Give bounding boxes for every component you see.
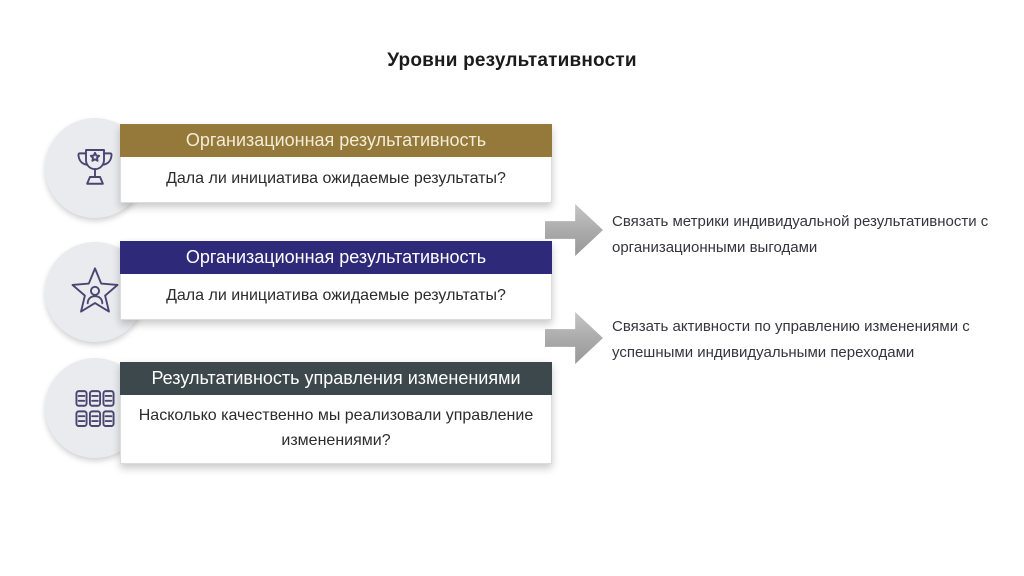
note-change-activities: Связать активности по управлению изменен… xyxy=(612,318,970,362)
card-header: Организационная результативность xyxy=(120,124,552,157)
right-arrow-icon xyxy=(545,204,603,256)
card-header: Организационная результативность xyxy=(120,241,552,274)
trophy-icon xyxy=(77,149,113,185)
panels-icon xyxy=(75,390,115,427)
note-individual-metrics: Связать метрики индивидуальной результат… xyxy=(612,213,989,257)
level-card-organizational-2: Организационная результативность Дала ли… xyxy=(120,241,552,320)
right-arrow-icon xyxy=(545,312,603,364)
star-person-icon xyxy=(71,267,119,313)
card-body: Насколько качественно мы реализовали упр… xyxy=(120,395,552,464)
level-card-change-management: Результативность управления изменениями … xyxy=(120,362,552,464)
card-header: Результативность управления изменениями xyxy=(120,362,552,395)
card-body: Дала ли инициатива ожидаемые результаты? xyxy=(120,274,552,320)
card-body: Дала ли инициатива ожидаемые результаты? xyxy=(120,157,552,203)
level-card-organizational-1: Организационная результативность Дала ли… xyxy=(120,124,552,203)
page-title: Уровни результативности xyxy=(387,50,637,71)
